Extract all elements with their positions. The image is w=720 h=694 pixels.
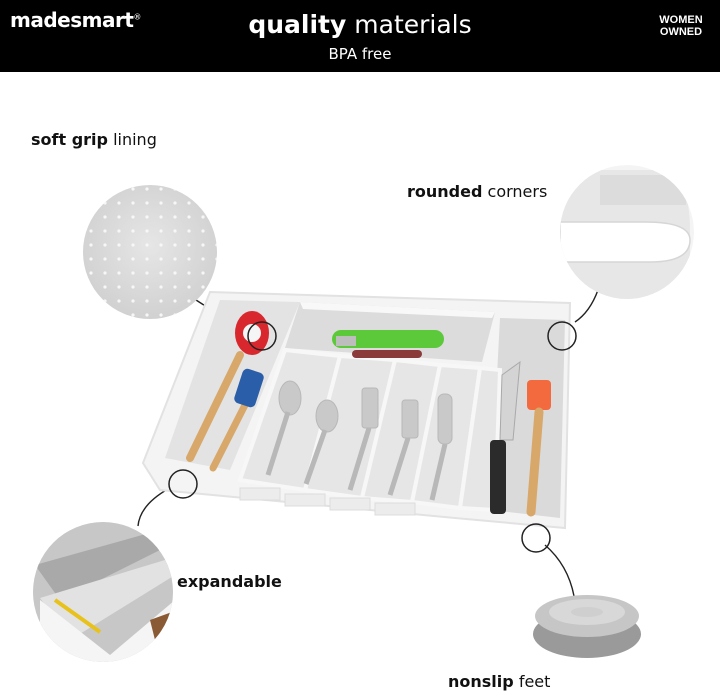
- brand-logo: madesmart®: [10, 8, 141, 32]
- callout-markers: [168, 321, 577, 553]
- registered-mark: ®: [133, 12, 141, 22]
- corkscrew: [352, 350, 422, 358]
- nonslip-foot-detail: [533, 595, 641, 658]
- soft-grip-detail: [83, 185, 217, 319]
- feature-nonslip-rest: feet: [518, 672, 551, 691]
- basting-brush: [526, 380, 551, 517]
- callout-line-corner: [574, 289, 599, 323]
- badge-line-1: WOMEN: [659, 14, 703, 26]
- silverware: [265, 380, 453, 501]
- expandable-detail: [33, 522, 173, 662]
- brand-name: madesmart: [10, 8, 134, 32]
- feature-expandable: expandable: [177, 572, 282, 591]
- utensils: [186, 311, 551, 517]
- rounded-corner-detail: [560, 165, 694, 299]
- callout-line-feet: [544, 544, 575, 597]
- feature-soft-grip-bold: soft grip: [31, 130, 108, 149]
- feature-nonslip-bold: nonslip: [448, 672, 514, 691]
- women-owned-badge: WOMEN OWNED: [654, 14, 708, 38]
- marker-expand: [168, 469, 198, 499]
- feature-nonslip-feet: nonslip feet: [448, 672, 550, 691]
- headline: quality materials: [0, 10, 720, 39]
- blue-spatula: [209, 368, 264, 472]
- feature-soft-grip-rest: lining: [113, 130, 157, 149]
- callout-line-expand: [137, 488, 169, 527]
- headline-bold: quality: [248, 10, 347, 39]
- feature-rounded-bold: rounded: [407, 182, 483, 201]
- marker-corner: [547, 321, 577, 351]
- marker-grip: [247, 321, 277, 351]
- feature-soft-grip: soft grip lining: [31, 130, 157, 149]
- subheadline: BPA free: [328, 45, 392, 63]
- badge-line-2: OWNED: [659, 26, 703, 38]
- feature-rounded-corners: rounded corners: [407, 182, 547, 201]
- feature-expandable-bold: expandable: [177, 572, 282, 591]
- product-scene: [33, 165, 694, 662]
- knife: [490, 360, 521, 514]
- tray-feet-tabs: [239, 487, 416, 516]
- header-bar: madesmart® quality materials BPA free WO…: [0, 0, 720, 72]
- feature-rounded-rest: corners: [487, 182, 548, 201]
- headline-rest: materials: [354, 10, 472, 39]
- marker-feet: [521, 523, 551, 553]
- green-peeler: [332, 330, 444, 348]
